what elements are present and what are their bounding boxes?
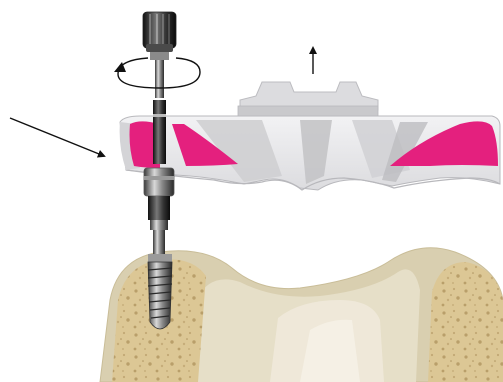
pointer-arrow xyxy=(10,118,104,156)
handle-knob xyxy=(143,12,176,60)
dental-implant xyxy=(148,254,172,329)
